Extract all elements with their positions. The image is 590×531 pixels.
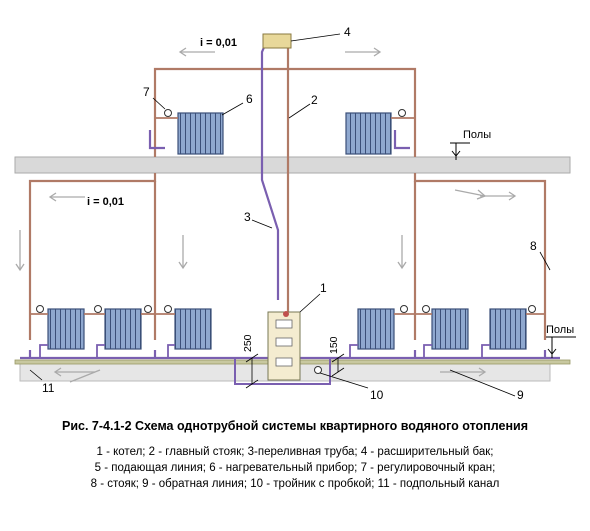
slope-label-top: i = 0,01: [200, 37, 237, 49]
callout-leaders: [29, 33, 551, 397]
radiator-return-connections: [39, 344, 490, 358]
callout-3: 3: [244, 210, 251, 224]
radiator-upper-left: [177, 112, 224, 155]
callout-10: 10: [370, 388, 384, 402]
legend-line: 1 - котел; 2 - главный стояк; 3-переливн…: [96, 446, 494, 458]
callout-1: 1: [320, 281, 327, 295]
callout-11: 11: [42, 381, 55, 395]
callout-9: 9: [517, 388, 524, 402]
upper-floor-slab: [14, 156, 571, 174]
radiator-upper-right: [345, 112, 392, 155]
radiator-lower-6: [489, 308, 527, 350]
legend-line: 5 - подающая линия; 6 - нагревательный п…: [94, 462, 496, 474]
radiator-lower-2: [104, 308, 142, 350]
expansion-tank: [262, 33, 292, 49]
radiators: [47, 112, 527, 350]
flow-arrows: [15, 47, 517, 383]
dimension-150: [331, 353, 345, 377]
floor-label-upper: Полы: [463, 129, 491, 141]
floor-marker-upper: Полы: [450, 129, 491, 160]
control-valves: [36, 109, 536, 313]
radiator-lower-5: [431, 308, 469, 350]
dimension-250: [245, 353, 259, 389]
dimension-250-label: 250: [242, 334, 254, 352]
callout-7: 7: [143, 85, 150, 99]
boiler-pit: [234, 358, 331, 385]
callout-8: 8: [530, 239, 537, 253]
floor-marker-lower: Полы: [546, 324, 576, 358]
return-lines: [20, 44, 560, 360]
callout-4: 4: [344, 25, 351, 39]
radiator-lower-3: [174, 308, 212, 350]
callout-6: 6: [246, 92, 253, 106]
tee-with-plug: [314, 366, 322, 374]
slope-label-left: i = 0,01: [87, 196, 124, 208]
radiator-connections: [30, 117, 545, 315]
floor-label-lower: Полы: [546, 324, 574, 336]
callout-2: 2: [311, 93, 318, 107]
dimension-150-label: 150: [328, 336, 340, 354]
radiator-lower-1: [47, 308, 85, 350]
boiler: [267, 311, 301, 381]
radiator-lower-4: [357, 308, 395, 350]
figure-caption-title: Рис. 7-4.1-2 Схема однотрубной системы к…: [62, 419, 528, 433]
legend-line: 8 - стояк; 9 - обратная линия; 10 - трой…: [90, 478, 500, 490]
